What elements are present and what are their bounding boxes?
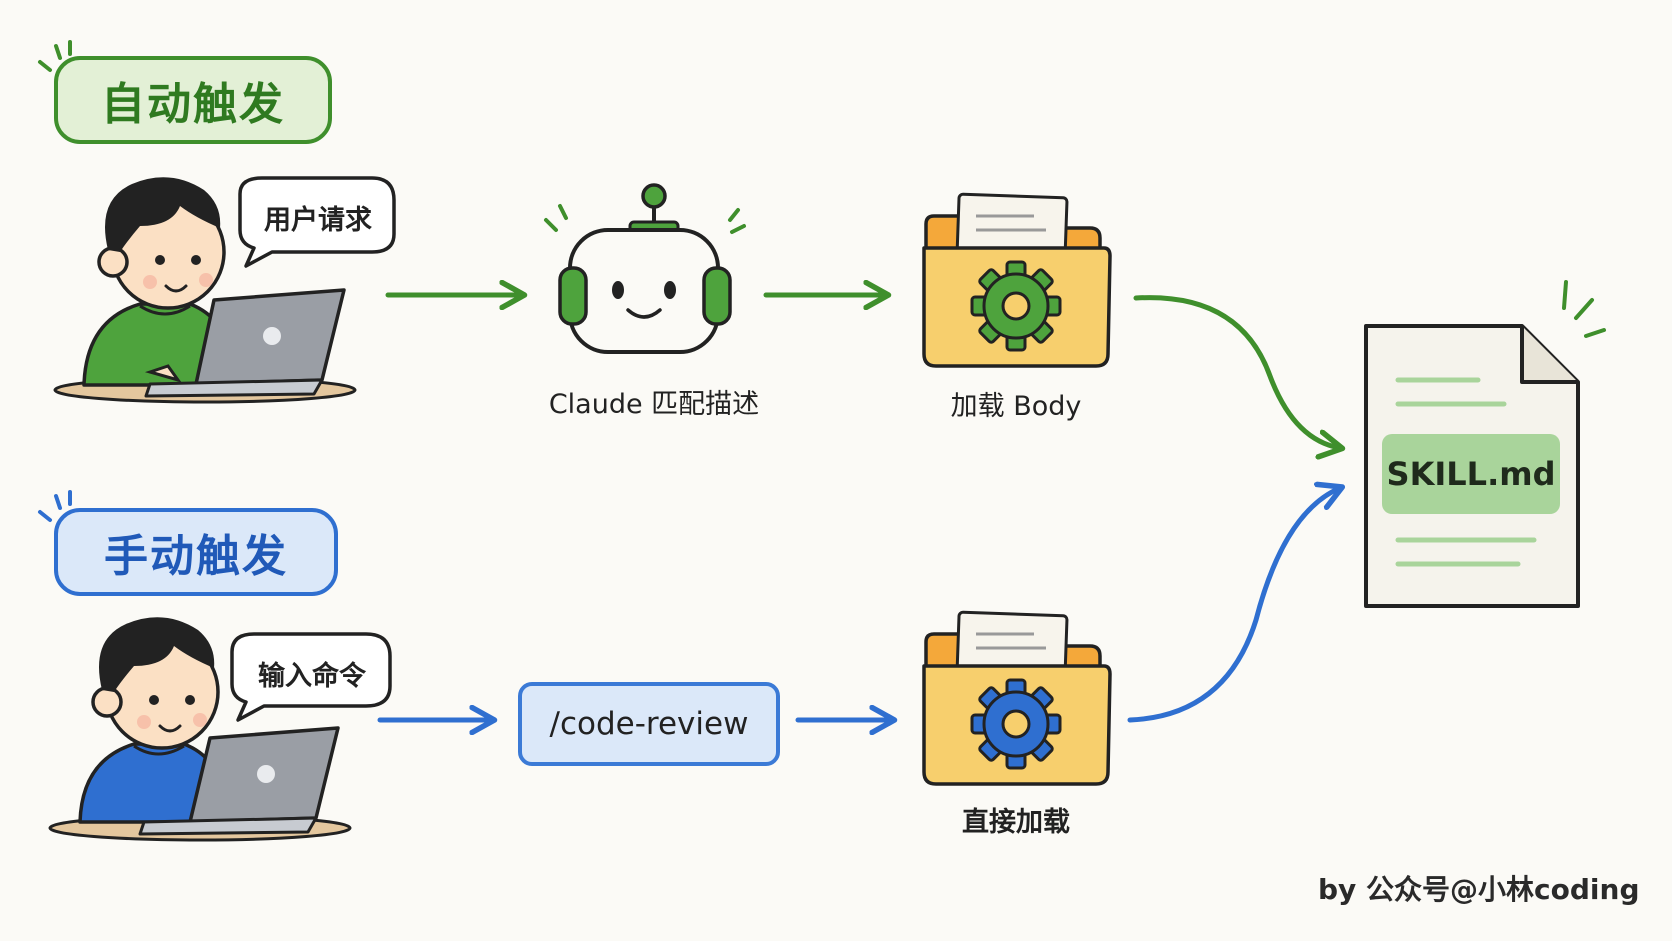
person-at-laptop-icon xyxy=(53,177,357,404)
auto-trigger-title: 自动触发 xyxy=(54,56,332,144)
arrow-to-skill-file-manual xyxy=(1127,488,1340,723)
folder-with-gear-icon xyxy=(922,610,1112,786)
load-body-caption: 加载 Body xyxy=(950,391,1082,422)
speech-bubble xyxy=(230,632,392,722)
sparkle-icon xyxy=(38,40,72,72)
author-credit: by 公众号@小林coding xyxy=(1318,873,1640,906)
sparkle-icon xyxy=(38,490,72,522)
slash-command-box: /code-review xyxy=(518,682,780,766)
user-request-bubble-text: 用户请求 xyxy=(264,205,372,236)
direct-load-caption: 直接加载 xyxy=(962,807,1070,838)
manual-trigger-title: 手动触发 xyxy=(54,508,338,596)
arrow-to-skill-file-auto xyxy=(1133,295,1340,448)
input-command-bubble-text: 输入命令 xyxy=(258,661,366,692)
robot-caption: Claude 匹配描述 xyxy=(548,389,760,420)
folder-with-gear-icon xyxy=(922,192,1112,368)
robot-head-icon xyxy=(544,183,746,354)
speech-bubble xyxy=(238,176,396,268)
person-at-laptop-icon xyxy=(48,617,352,842)
skill-file-label: SKILL.md xyxy=(1382,434,1560,514)
